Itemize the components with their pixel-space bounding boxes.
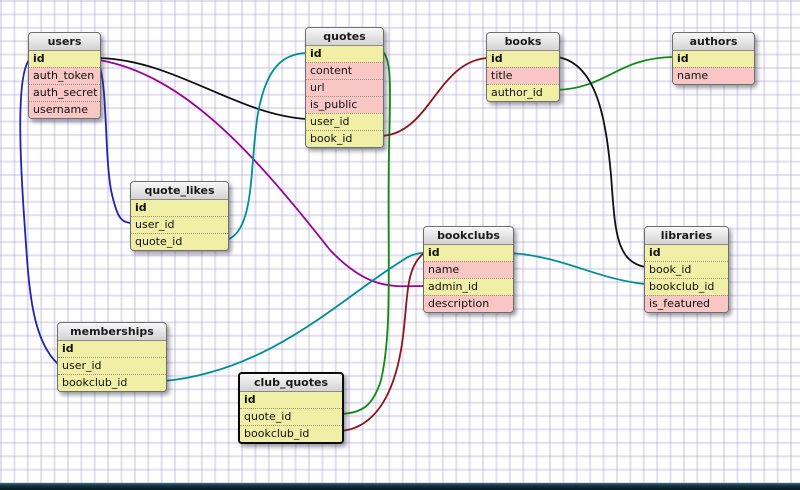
column-quotes-book-id[interactable]: book_id <box>306 130 383 147</box>
connection-club-quotes-bookclubs[interactable] <box>340 252 425 432</box>
column-quotes-user-id[interactable]: user_id <box>306 113 383 130</box>
column-club-quotes-quote-id[interactable]: quote_id <box>240 408 342 425</box>
column-libraries-bookclub-id[interactable]: bookclub_id <box>645 278 728 295</box>
table-club-quotes[interactable]: club_quotes id quote_id bookclub_id <box>238 372 344 444</box>
column-books-title[interactable]: title <box>487 67 559 84</box>
table-bookclubs-header[interactable]: bookclubs <box>424 227 513 245</box>
table-users-header[interactable]: users <box>29 33 100 51</box>
column-quote-likes-user-id[interactable]: user_id <box>131 216 228 233</box>
table-quote-likes[interactable]: quote_likes id user_id quote_id <box>130 181 229 251</box>
column-libraries-is-featured[interactable]: is_featured <box>645 295 728 312</box>
column-users-username[interactable]: username <box>29 101 100 118</box>
column-books-id[interactable]: id <box>487 51 559 67</box>
column-books-author-id[interactable]: author_id <box>487 84 559 101</box>
column-bookclubs-name[interactable]: name <box>424 261 513 278</box>
connection-books-libraries[interactable] <box>556 56 646 268</box>
column-memberships-bookclub-id[interactable]: bookclub_id <box>58 374 166 391</box>
table-authors-header[interactable]: authors <box>673 33 754 51</box>
column-libraries-id[interactable]: id <box>645 245 728 261</box>
table-libraries[interactable]: libraries id book_id bookclub_id is_feat… <box>644 226 729 313</box>
column-quotes-content[interactable]: content <box>306 62 383 79</box>
column-users-id[interactable]: id <box>29 51 100 67</box>
column-quotes-url[interactable]: url <box>306 79 383 96</box>
column-libraries-book-id[interactable]: book_id <box>645 261 728 278</box>
column-quote-likes-id[interactable]: id <box>131 200 228 216</box>
column-authors-name[interactable]: name <box>673 67 754 84</box>
table-club-quotes-header[interactable]: club_quotes <box>240 374 342 392</box>
table-memberships[interactable]: memberships id user_id bookclub_id <box>57 322 167 392</box>
connection-users-memberships[interactable] <box>19 59 59 365</box>
column-club-quotes-bookclub-id[interactable]: bookclub_id <box>240 425 342 442</box>
table-memberships-header[interactable]: memberships <box>58 323 166 341</box>
table-libraries-header[interactable]: libraries <box>645 227 728 245</box>
column-bookclubs-id[interactable]: id <box>424 245 513 261</box>
connection-memberships-bookclubs[interactable] <box>163 252 425 382</box>
connection-quotes-club-quotes[interactable] <box>340 49 391 415</box>
connection-quotes-books[interactable] <box>380 57 488 137</box>
table-quote-likes-header[interactable]: quote_likes <box>131 182 228 200</box>
table-books-header[interactable]: books <box>487 33 559 51</box>
connection-books-authors[interactable] <box>556 56 674 91</box>
connection-bookclubs-libraries[interactable] <box>510 252 646 285</box>
table-authors[interactable]: authors id name <box>672 32 755 85</box>
table-users[interactable]: users id auth_token auth_secret username <box>28 32 101 119</box>
connection-quotes-quote-likes[interactable] <box>225 52 307 241</box>
table-bookclubs[interactable]: bookclubs id name admin_id description <box>423 226 514 313</box>
table-quotes[interactable]: quotes id content url is_public user_id … <box>305 27 384 148</box>
connection-users-quote-likes[interactable] <box>96 59 132 224</box>
column-quote-likes-quote-id[interactable]: quote_id <box>131 233 228 250</box>
column-club-quotes-id[interactable]: id <box>240 392 342 408</box>
column-quotes-id[interactable]: id <box>306 46 383 62</box>
window-bottom-edge <box>0 483 800 490</box>
table-quotes-header[interactable]: quotes <box>306 28 383 46</box>
column-memberships-user-id[interactable]: user_id <box>58 357 166 374</box>
column-users-auth-secret[interactable]: auth_secret <box>29 84 100 101</box>
connection-users-quotes[interactable] <box>98 57 307 120</box>
column-bookclubs-admin-id[interactable]: admin_id <box>424 278 513 295</box>
column-bookclubs-description[interactable]: description <box>424 295 513 312</box>
column-users-auth-token[interactable]: auth_token <box>29 67 100 84</box>
column-memberships-id[interactable]: id <box>58 341 166 357</box>
column-quotes-is-public[interactable]: is_public <box>306 96 383 113</box>
table-books[interactable]: books id title author_id <box>486 32 560 102</box>
column-authors-id[interactable]: id <box>673 51 754 67</box>
